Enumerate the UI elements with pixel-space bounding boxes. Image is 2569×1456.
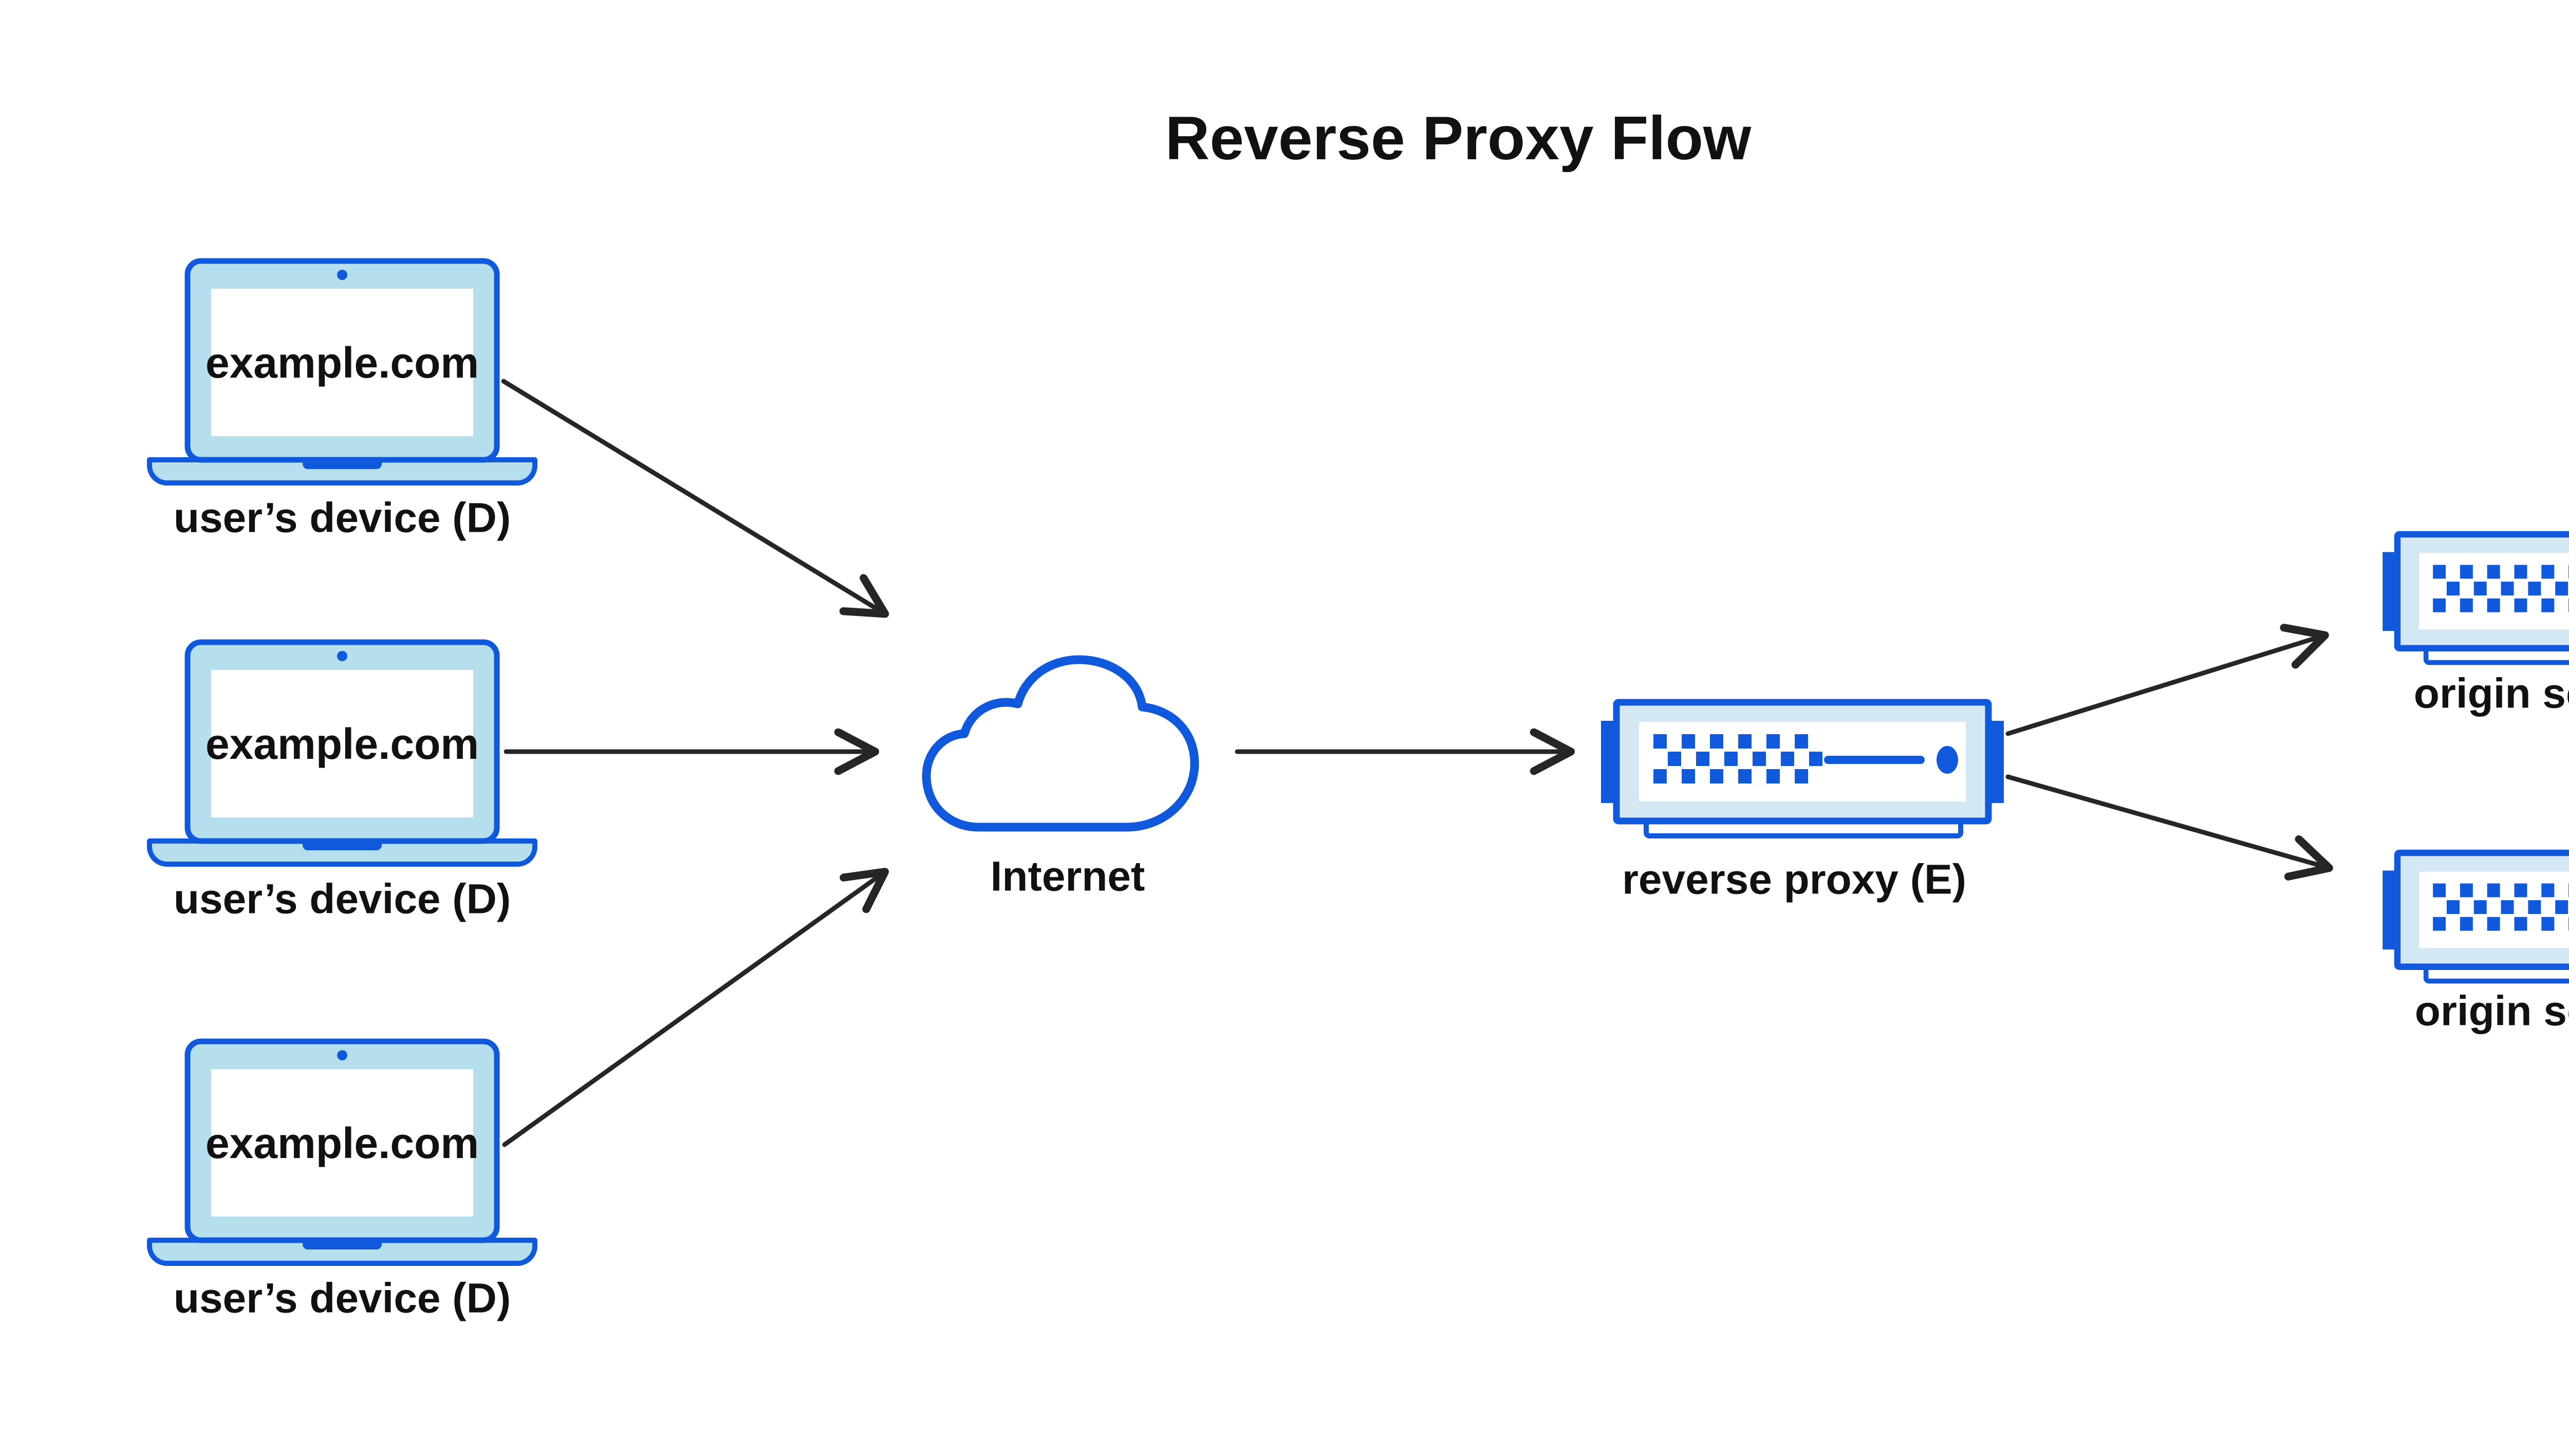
server-icon bbox=[1601, 702, 2004, 836]
reverse-proxy-node: reverse proxy (E) bbox=[1601, 702, 2004, 903]
reverse-proxy-label: reverse proxy (E) bbox=[1622, 856, 1966, 903]
server-icon bbox=[2382, 853, 2569, 981]
user-device-2: example.com user’s device (D) bbox=[150, 642, 535, 923]
device-label: user’s device (D) bbox=[174, 876, 511, 923]
internet-label: Internet bbox=[991, 853, 1145, 900]
cloud-icon bbox=[922, 655, 1199, 832]
user-device-3: example.com user’s device (D) bbox=[150, 1041, 535, 1322]
origin-server-2: origin server (F) bbox=[2382, 853, 2569, 1035]
arrow-device1-to-internet bbox=[501, 379, 883, 612]
arrow-device3-to-internet bbox=[502, 873, 883, 1147]
internet-node: Internet bbox=[922, 655, 1199, 900]
user-device-1: example.com user’s device (D) bbox=[150, 261, 535, 542]
arrow-proxy-to-origin1 bbox=[2005, 636, 2322, 736]
device-screen-url: example.com bbox=[206, 339, 479, 387]
flow-arrows bbox=[501, 379, 2326, 1147]
cloud-outline bbox=[922, 655, 1199, 832]
origin-server-label: origin server (F) bbox=[2414, 670, 2569, 717]
origin-server-1: origin server (F) bbox=[2382, 534, 2569, 717]
arrow-proxy-to-origin2 bbox=[2005, 774, 2326, 867]
device-label: user’s device (D) bbox=[174, 1275, 511, 1322]
origin-server-label: origin server (F) bbox=[2415, 988, 2569, 1035]
device-label: user’s device (D) bbox=[174, 495, 511, 542]
device-screen-url: example.com bbox=[206, 1119, 479, 1167]
server-icon bbox=[2382, 534, 2569, 663]
diagram-title: Reverse Proxy Flow bbox=[1165, 104, 1752, 173]
device-screen-url: example.com bbox=[206, 720, 479, 768]
